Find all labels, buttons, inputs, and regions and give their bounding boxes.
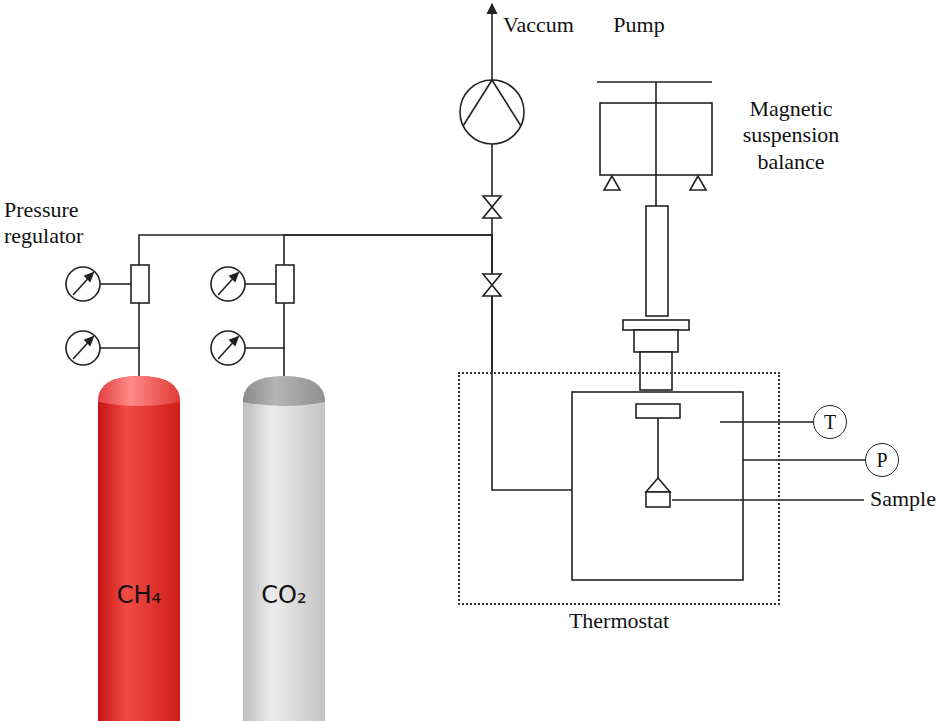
- cylinder-cap: [243, 376, 325, 406]
- balance-rod: [655, 82, 657, 206]
- equipment-label: Magnetic suspension balance: [716, 96, 866, 175]
- suspension-magnet: [636, 404, 680, 418]
- gauge-needle-head: [230, 337, 238, 345]
- flange: [623, 320, 689, 330]
- temperature-sensor: T: [813, 405, 847, 439]
- sensor-line: [720, 421, 813, 423]
- pressure-gauge: [66, 331, 100, 365]
- gauge-pipe: [100, 283, 131, 285]
- sample-basket: [646, 478, 670, 492]
- gas-cylinder: CH₄: [98, 376, 180, 721]
- gauge-pipe: [245, 347, 285, 349]
- vacuum-pump-symbol: [460, 80, 524, 144]
- gauge-needle-head: [230, 273, 238, 281]
- coupling-housing: [640, 352, 672, 390]
- measuring-chamber: [572, 392, 743, 580]
- sample-container: [646, 492, 670, 507]
- gas-pipe: [492, 372, 572, 490]
- thermostat-box: Thermostat: [458, 372, 780, 605]
- vacuum-pipe: [491, 144, 493, 235]
- cylinder-body: [243, 376, 325, 721]
- pump-symbol-line: [492, 80, 521, 126]
- gauge-pipe: [100, 347, 140, 349]
- gas-name: CO₂: [243, 581, 325, 609]
- pressure-regulator-symbol: [131, 265, 149, 303]
- leader-line: [672, 499, 864, 501]
- balance-foot: [690, 176, 706, 190]
- gas-name: CH₄: [98, 581, 180, 609]
- gauge-pipe: [245, 283, 276, 285]
- box-heading: Thermostat: [460, 608, 778, 634]
- equipment-label: Pressure regulator: [4, 197, 124, 250]
- exhaust-arrow: [491, 4, 493, 80]
- pressure-gauge: [211, 331, 245, 365]
- valve-symbol: [483, 196, 501, 218]
- gauge-needle: [73, 337, 93, 359]
- gauge-needle-head: [85, 273, 93, 281]
- pressure-sensor: P: [865, 443, 899, 477]
- equipment-label: Vaccum Pump: [503, 12, 743, 38]
- balance-foot: [604, 176, 620, 190]
- gauge-needle: [218, 337, 238, 359]
- gauge-needle: [73, 273, 93, 295]
- valve-symbol: [483, 274, 501, 296]
- gas-line: [284, 235, 492, 376]
- gauge-needle: [218, 273, 238, 295]
- pressure-gauge: [66, 267, 100, 301]
- cylinder-body: [98, 376, 180, 721]
- sensor-symbol-label: T: [824, 411, 836, 433]
- sample-hanger: [657, 418, 659, 478]
- coupling-tube: [646, 206, 668, 316]
- gas-cylinder: CO₂: [243, 376, 325, 721]
- gas-line: [139, 235, 492, 376]
- cylinder-outline: [98, 376, 180, 721]
- balance-top-bar: [597, 81, 712, 83]
- pressure-gauge: [211, 267, 245, 301]
- equipment-label: Sample: [870, 486, 948, 512]
- cylinder-cap: [98, 376, 180, 406]
- cylinder-outline: [243, 376, 325, 721]
- coupling-housing: [634, 330, 678, 352]
- gauge-needle-head: [85, 337, 93, 345]
- pressure-regulator-symbol: [276, 265, 294, 303]
- pump-symbol-line: [463, 80, 492, 126]
- sensor-symbol-label: P: [876, 449, 887, 471]
- sensor-line: [743, 459, 865, 461]
